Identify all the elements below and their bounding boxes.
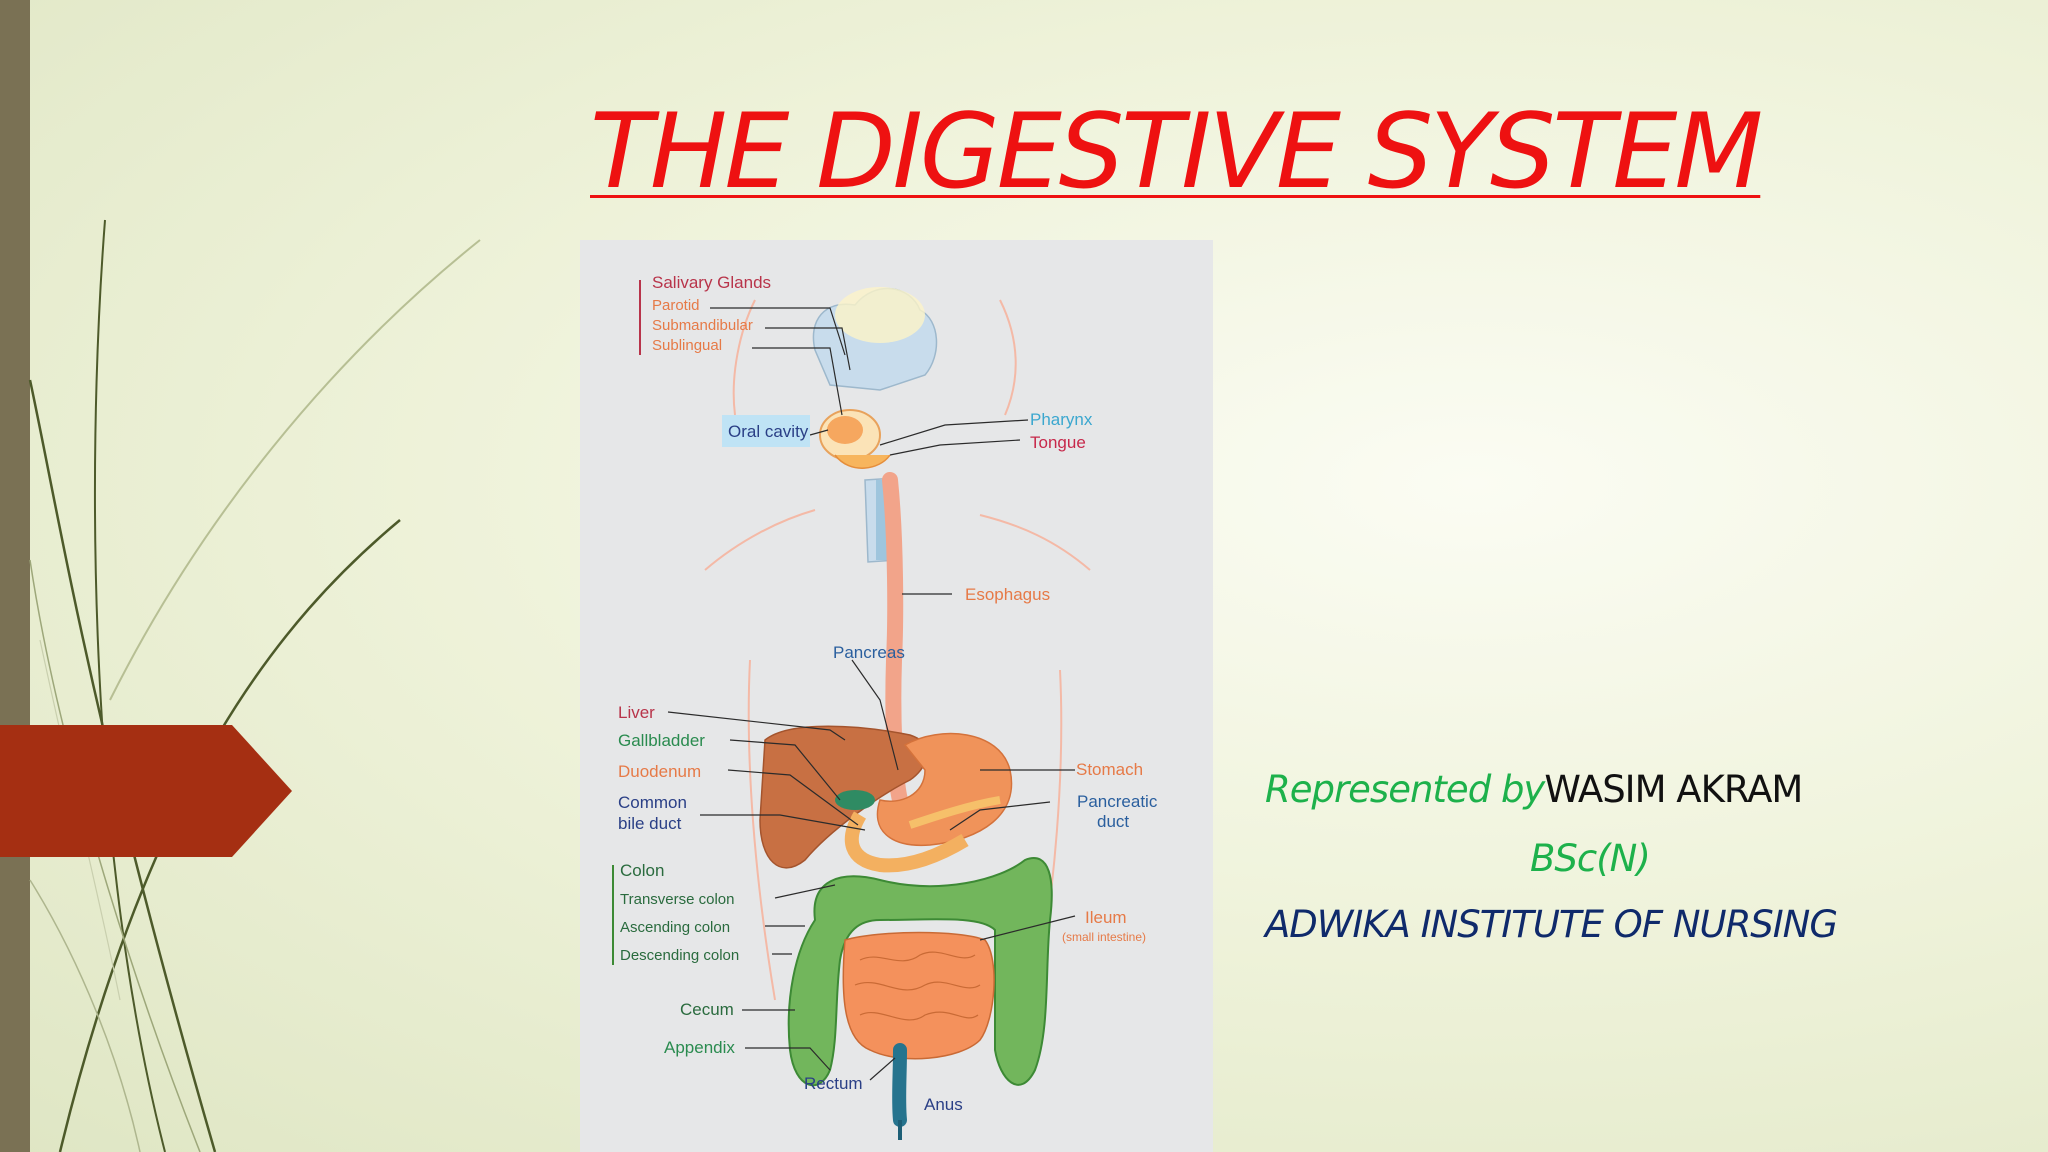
label-pancreatic-duct-1: Pancreatic bbox=[1077, 792, 1158, 811]
label-salivary-glands: Salivary Glands bbox=[652, 273, 771, 292]
label-anus: Anus bbox=[924, 1095, 963, 1114]
credit-degree: BSc(N) bbox=[1530, 837, 1651, 880]
slide-title: THE DIGESTIVE SYSTEM bbox=[590, 92, 1763, 212]
label-ileum-note: (small intestine) bbox=[1062, 930, 1146, 944]
label-appendix: Appendix bbox=[664, 1038, 735, 1057]
label-submandibular: Submandibular bbox=[652, 317, 753, 334]
label-gallbladder: Gallbladder bbox=[618, 731, 705, 750]
label-pharynx: Pharynx bbox=[1030, 410, 1093, 429]
decorative-swoosh-lines bbox=[28, 219, 481, 1152]
label-cecum: Cecum bbox=[680, 1000, 734, 1019]
label-pancreatic-duct-2: duct bbox=[1097, 812, 1129, 831]
credit-institute: ADWIKA INSTITUTE OF NURSING bbox=[1265, 903, 1838, 946]
label-common-bile-duct-2: bile duct bbox=[618, 814, 682, 833]
label-liver: Liver bbox=[618, 703, 655, 722]
stomach-shape bbox=[876, 732, 1013, 847]
red-arrow-tab bbox=[0, 725, 292, 857]
presenter-name: WASIM AKRAM bbox=[1544, 768, 1803, 811]
label-common-bile-duct-1: Common bbox=[618, 793, 687, 812]
label-sublingual: Sublingual bbox=[652, 337, 722, 354]
small-intestine-shape bbox=[842, 931, 995, 1060]
label-pancreas: Pancreas bbox=[833, 643, 905, 662]
label-rectum: Rectum bbox=[804, 1074, 863, 1093]
oral-cavity-highlight bbox=[722, 415, 810, 447]
label-oral-cavity: Oral cavity bbox=[728, 422, 809, 441]
label-parotid: Parotid bbox=[652, 297, 700, 314]
label-tongue: Tongue bbox=[1030, 433, 1086, 452]
anatomy-illustration: Salivary Glands Parotid Submandibular Su… bbox=[612, 273, 1158, 1140]
left-accent-bar bbox=[0, 0, 30, 1152]
label-transverse-colon: Transverse colon bbox=[620, 891, 735, 908]
credit-prefix: Represented by bbox=[1265, 768, 1545, 811]
label-descending-colon: Descending colon bbox=[620, 947, 739, 964]
label-colon: Colon bbox=[620, 861, 664, 880]
label-stomach: Stomach bbox=[1076, 760, 1143, 779]
head-cross-section bbox=[812, 287, 938, 563]
label-ileum: Ileum bbox=[1085, 908, 1127, 927]
label-ascending-colon: Ascending colon bbox=[620, 919, 730, 936]
credit-presenter: Represented byWASIM AKRAM bbox=[1265, 768, 1803, 811]
label-esophagus: Esophagus bbox=[965, 585, 1050, 604]
colon-shape bbox=[787, 857, 1053, 1087]
label-duodenum: Duodenum bbox=[618, 762, 701, 781]
digestive-system-diagram: Salivary Glands Parotid Submandibular Su… bbox=[580, 240, 1213, 1152]
